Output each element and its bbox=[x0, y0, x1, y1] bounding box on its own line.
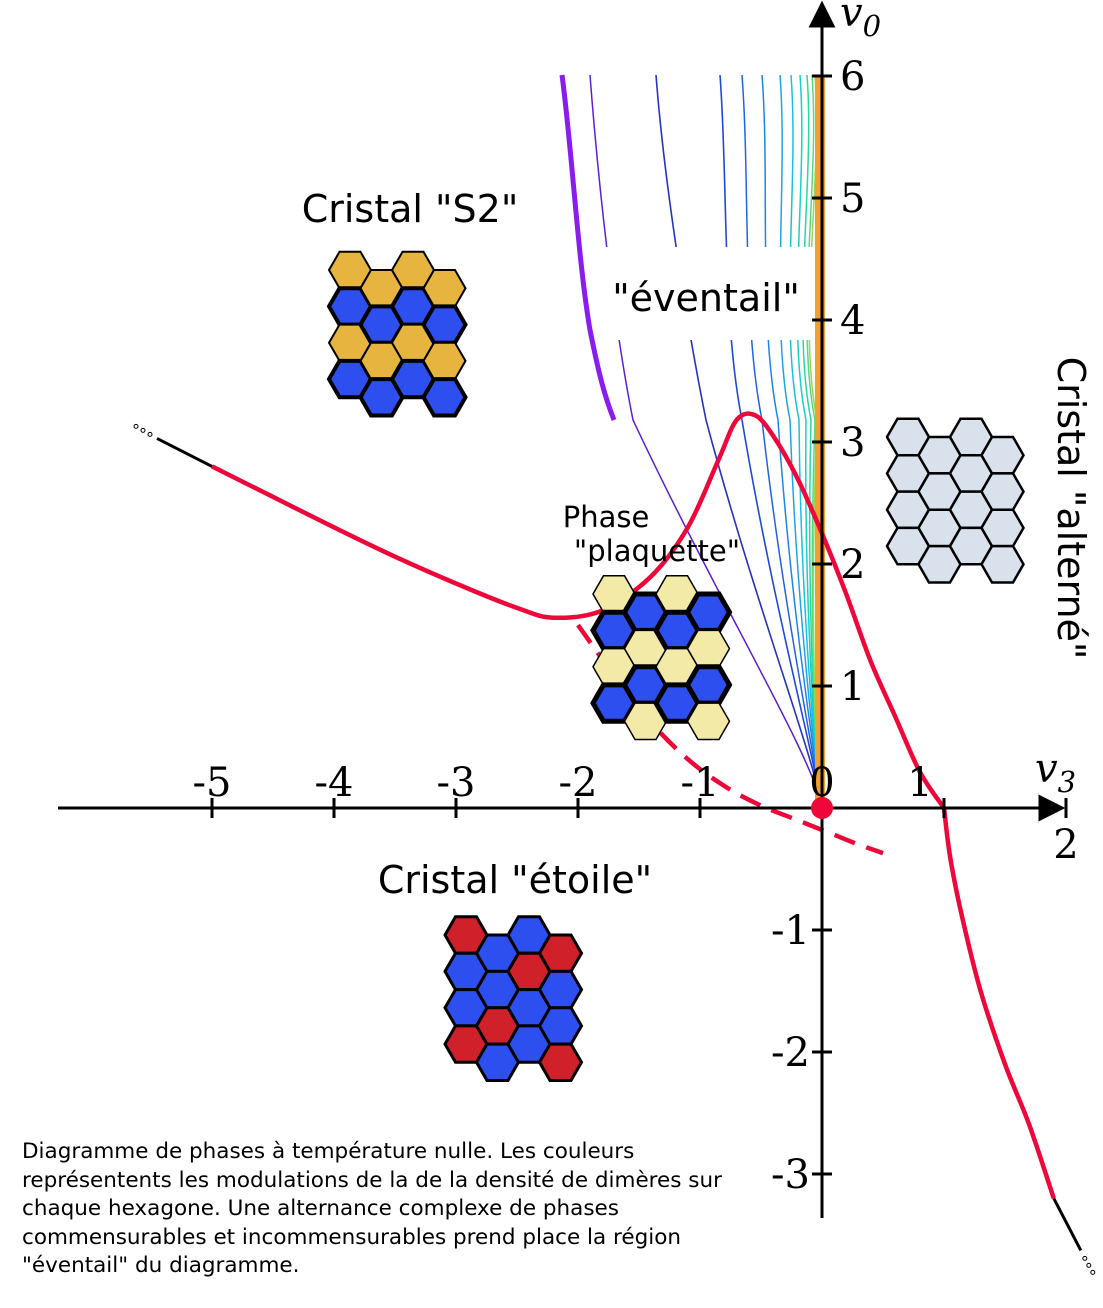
hexagon-cell bbox=[421, 304, 468, 345]
x-tick-label: -5 bbox=[193, 760, 232, 806]
x-tick-label: -2 bbox=[559, 760, 598, 806]
x-tick-label: -4 bbox=[315, 760, 354, 806]
s2-crystal-hexagons bbox=[326, 250, 468, 418]
axes bbox=[58, 0, 1066, 1218]
y-tick-label: 1 bbox=[840, 664, 865, 710]
fan-contour-line bbox=[589, 74, 823, 809]
figure-caption: Diagramme de phases à température nulle.… bbox=[22, 1139, 722, 1278]
y-tick-label: -2 bbox=[771, 1030, 810, 1076]
hexagon-cell bbox=[684, 591, 733, 633]
fan-contour-line bbox=[789, 74, 823, 809]
hexagon-cell bbox=[422, 269, 467, 308]
hexagon-cell bbox=[537, 969, 584, 1010]
lower-critical-line bbox=[941, 807, 1056, 1200]
y-tick-label: 5 bbox=[840, 176, 865, 222]
critical-curves bbox=[133, 411, 1096, 1275]
origin-critical-point bbox=[811, 797, 833, 819]
hexagon-cell bbox=[980, 472, 1025, 511]
hexagon-cell bbox=[422, 341, 467, 381]
y-tick-label: 3 bbox=[840, 420, 865, 466]
fan-contour-line bbox=[761, 74, 823, 809]
continuation-dot bbox=[1086, 1262, 1092, 1268]
etoile-crystal-hexagons bbox=[443, 915, 584, 1082]
hexagon-cell bbox=[684, 664, 733, 706]
x-tick-label: -1 bbox=[681, 760, 720, 806]
hexagon-illustrations bbox=[326, 250, 1025, 1082]
hexagon-cell bbox=[980, 508, 1025, 548]
fan-contour-line bbox=[779, 74, 823, 809]
eventail-title: "éventail" bbox=[612, 276, 800, 320]
fan-contour-line bbox=[719, 74, 823, 809]
continuation-dot bbox=[140, 427, 146, 433]
hexagon-cell bbox=[421, 377, 468, 418]
lower-line-extension bbox=[1052, 1197, 1083, 1252]
x-tick-label: 2 bbox=[1053, 822, 1078, 868]
y-tick-label: 6 bbox=[840, 54, 865, 100]
continuation-dot bbox=[147, 431, 153, 437]
x-axis-label: v3 bbox=[1035, 746, 1076, 799]
y-axis-label: v0 bbox=[840, 0, 881, 43]
y-tick-label: 4 bbox=[840, 298, 865, 344]
fan-boundary-line bbox=[559, 74, 617, 421]
etoile-title: Cristal "étoile" bbox=[378, 858, 652, 902]
fan-contour-line bbox=[655, 74, 823, 809]
x-tick-label: -3 bbox=[437, 760, 476, 806]
hexagon-cell bbox=[537, 1006, 584, 1046]
hexagon-cell bbox=[980, 544, 1025, 584]
y-tick-label: 2 bbox=[840, 542, 865, 588]
eventail-label-mask bbox=[600, 247, 815, 340]
hexagon-cell bbox=[686, 702, 731, 741]
y-tick-label: -3 bbox=[771, 1152, 810, 1198]
continuation-dot bbox=[133, 423, 139, 429]
plaquette-title-line2: "plaquette" bbox=[574, 534, 740, 568]
alterne-title: Cristal "alterné" bbox=[1049, 357, 1093, 660]
upper-critical-line bbox=[210, 411, 946, 810]
hexagon-cell bbox=[537, 933, 584, 973]
eventail-contour-lines bbox=[559, 74, 823, 809]
s2-title: Cristal "S2" bbox=[302, 187, 519, 231]
plaquette-title-line1: Phase bbox=[563, 500, 650, 534]
hexagon-cell bbox=[537, 1042, 584, 1082]
x-tick-label: 1 bbox=[907, 760, 932, 806]
continuation-dot bbox=[1082, 1255, 1088, 1261]
alterne-crystal-hexagons bbox=[885, 417, 1025, 584]
upper-line-extension bbox=[156, 437, 213, 468]
plaquette-hexagons bbox=[590, 575, 733, 741]
y-tick-label: -1 bbox=[771, 908, 810, 954]
continuation-dot bbox=[1090, 1269, 1096, 1275]
hexagon-cell bbox=[980, 435, 1025, 475]
dashed-continuation bbox=[576, 623, 884, 856]
